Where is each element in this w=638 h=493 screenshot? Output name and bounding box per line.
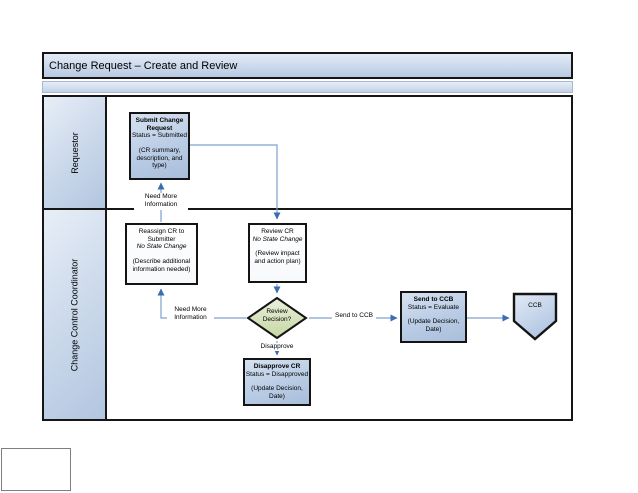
edge-label-need-more-information-lower: Need More Information (167, 306, 214, 323)
node-status: Status = Evaluate (407, 303, 460, 311)
node-note: (Describe additional information needed) (132, 257, 191, 273)
diagram-title-bar: Change Request – Create and Review (42, 52, 573, 79)
ccb-label: CCB (528, 302, 542, 309)
node-ccb-offpage-connector[interactable]: CCB (512, 292, 558, 342)
node-status: Status = Submitted (131, 132, 188, 140)
edge-label-send-to-ccb: Send to CCB (332, 312, 376, 321)
node-submit-change-request[interactable]: Submit Change Request Status = Submitted… (129, 112, 190, 180)
edge-label-need-more-information-upper: Need More Information (134, 193, 188, 210)
edge-label-disapprove: Disapprove (256, 343, 298, 352)
node-note: (CR summary, description, and type) (136, 146, 183, 170)
header-separator-band (42, 81, 573, 93)
node-disapprove-cr[interactable]: Disapprove CR Status = Disapproved (Upda… (243, 358, 311, 406)
node-note: (Review impact and action plan) (254, 250, 301, 265)
node-title: Submit Change Request (135, 117, 184, 132)
decision-label: Review Decision? (262, 308, 292, 324)
lane-label-text: Change Control Coordinator (69, 258, 80, 371)
node-title: Disapprove CR (253, 363, 301, 370)
page-title: Change Request – Create and Review (49, 59, 238, 72)
node-review-decision[interactable]: Review Decision? (246, 296, 308, 340)
node-state: No State Change (252, 235, 303, 243)
node-note: (Update Decision, Date) (251, 385, 303, 400)
node-title: Reassign CR to Submitter (138, 228, 185, 243)
node-note: (Update Decision, Date) (407, 318, 460, 333)
node-review-cr[interactable]: Review CR No State Change (Review impact… (248, 223, 307, 283)
swimlane-requestor: Requestor (42, 95, 573, 210)
lane-label-text: Requestor (69, 131, 80, 174)
ccb-pentagon-shape (512, 292, 558, 341)
lane-label-coordinator: Change Control Coordinator (44, 210, 107, 419)
node-status: Status = Disapproved (245, 370, 309, 378)
node-title: Send to CCB (413, 296, 454, 303)
lane-label-requestor: Requestor (44, 97, 107, 208)
node-title: Review CR (261, 228, 294, 235)
node-state: No State Change (136, 243, 187, 251)
decision-diamond-shape (246, 296, 308, 340)
empty-note-box (1, 448, 71, 491)
node-reassign-cr[interactable]: Reassign CR to Submitter No State Change… (125, 223, 198, 285)
node-send-to-ccb[interactable]: Send to CCB Status = Evaluate (Update De… (400, 291, 467, 343)
